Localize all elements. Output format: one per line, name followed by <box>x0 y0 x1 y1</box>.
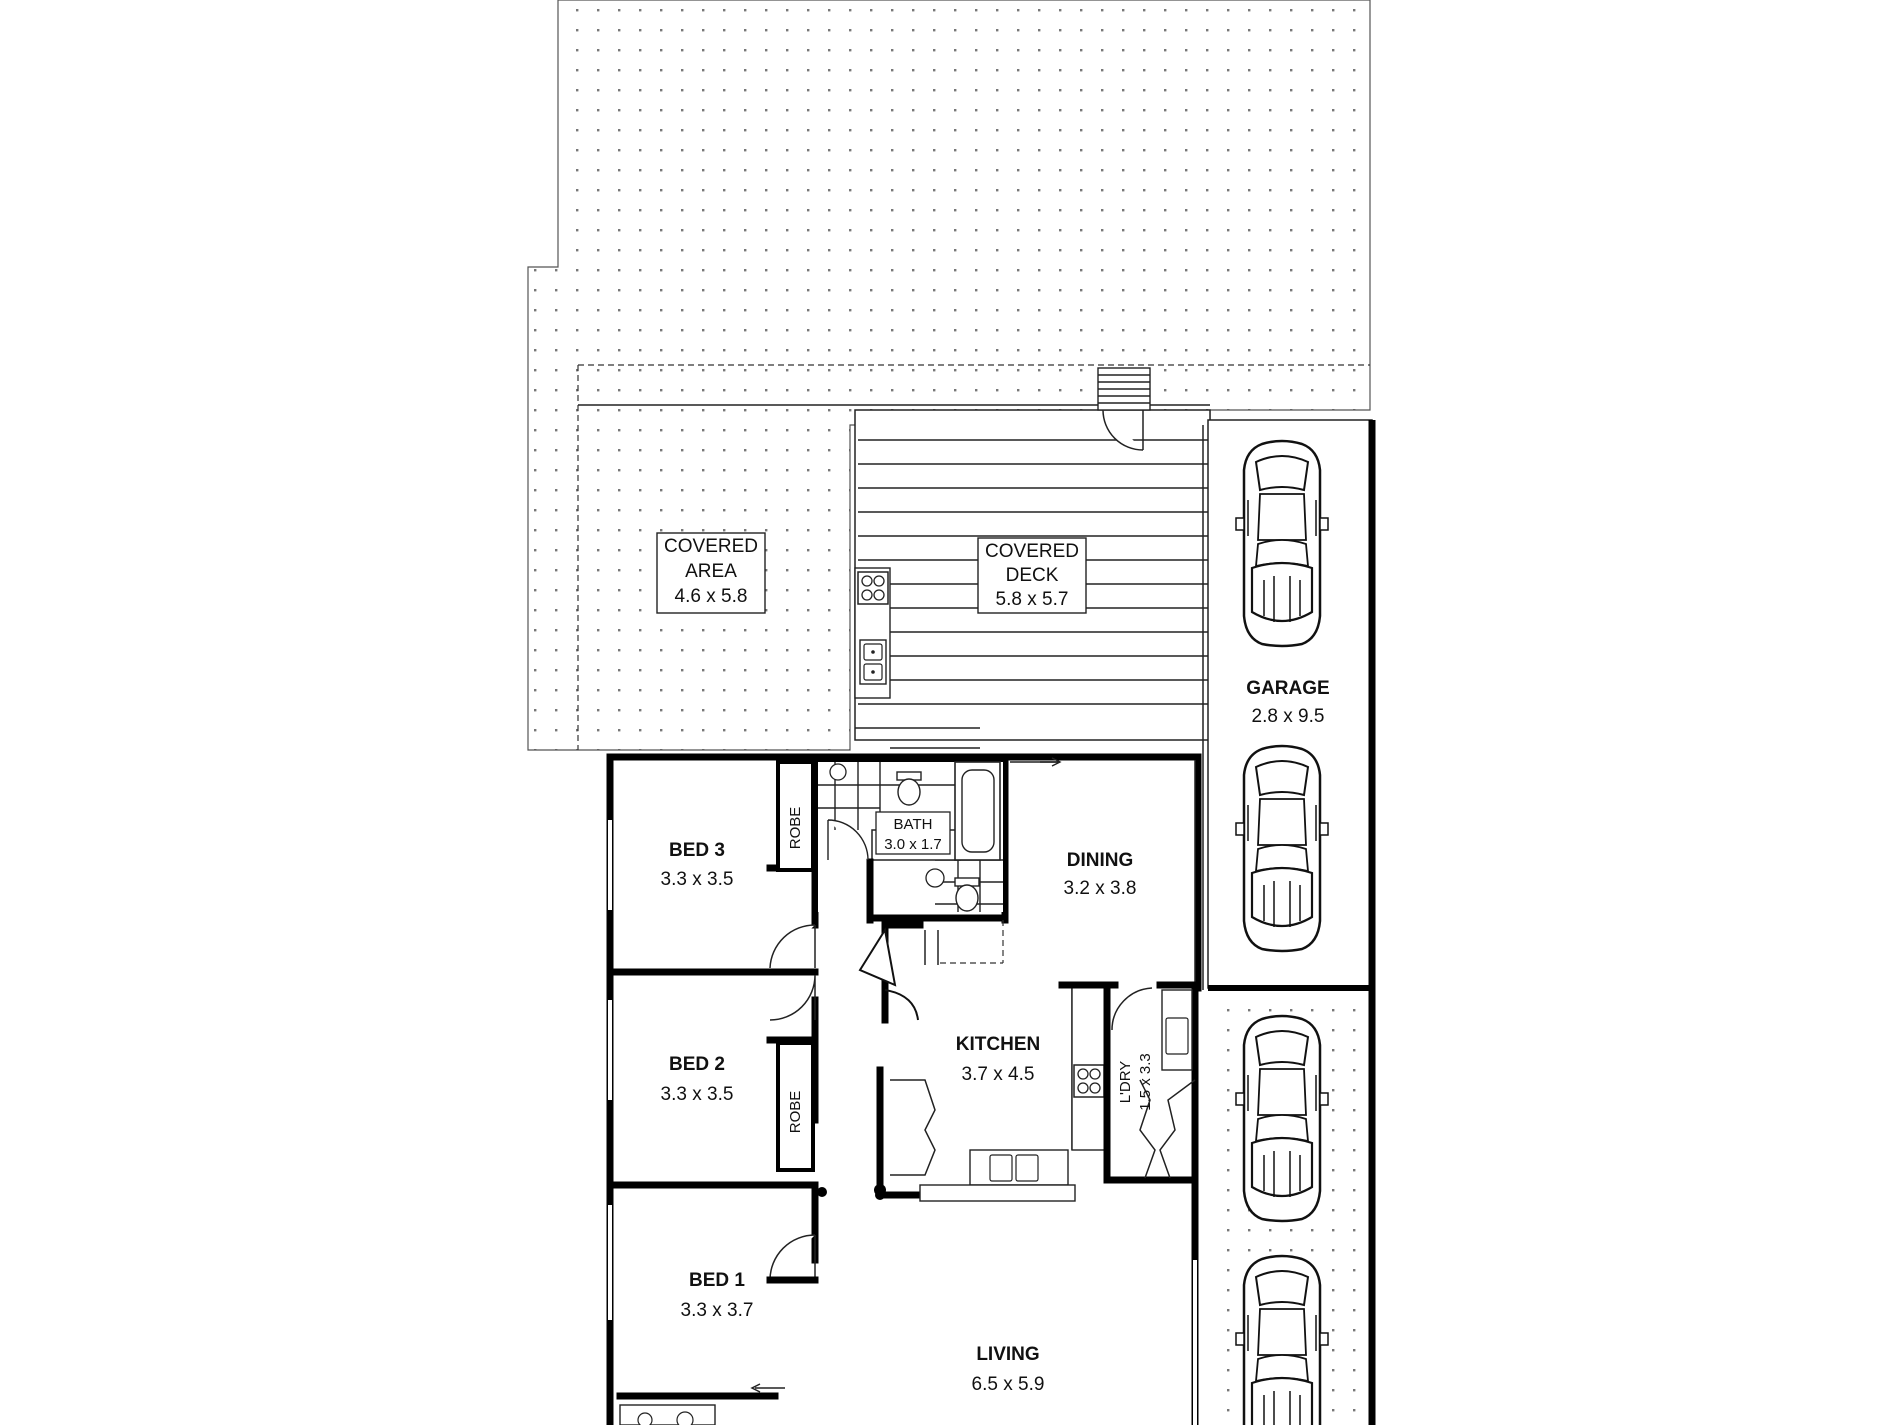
toilet-icon <box>896 771 922 806</box>
kitchen-size: 3.7 x 4.5 <box>962 1064 1035 1085</box>
door-swing-icon <box>1102 409 1144 451</box>
garage-name: GARAGE <box>1246 678 1329 699</box>
bed2-size: 3.3 x 3.5 <box>661 1084 734 1105</box>
covered-area-name: COVERED <box>664 536 758 557</box>
bath-name: BATH <box>894 816 933 833</box>
living-size: 6.5 x 5.9 <box>972 1374 1045 1395</box>
bed3-name: BED 3 <box>669 840 725 861</box>
bed1-name: BED 1 <box>689 1270 745 1291</box>
covered-area-size: 4.6 x 5.8 <box>675 586 748 607</box>
stairs <box>1097 367 1151 411</box>
bed1-size: 3.3 x 3.7 <box>681 1300 754 1321</box>
covered-deck-size: 5.8 x 5.7 <box>996 589 1069 610</box>
toilet-icon <box>954 877 980 912</box>
garage-size: 2.8 x 9.5 <box>1252 706 1325 727</box>
kitchen-name: KITCHEN <box>956 1034 1040 1055</box>
room-label-covered-area: COVERED AREA 4.6 x 5.8 <box>656 532 766 614</box>
car-icon <box>1234 439 1330 648</box>
room-label-laundry: L'DRY 1.5 x 3.3 <box>1117 1053 1154 1111</box>
sink-icon <box>859 639 887 685</box>
basin-icon <box>829 763 847 781</box>
laundry-name: L'DRY <box>1117 1061 1134 1104</box>
bed3-size: 3.3 x 3.5 <box>661 869 734 890</box>
car-icon <box>1234 1014 1330 1223</box>
bed2-name: BED 2 <box>669 1054 725 1075</box>
door-swing-icon <box>1111 987 1153 1031</box>
laundry-size: 1.5 x 3.3 <box>1137 1053 1154 1111</box>
sink-icon <box>1165 1017 1189 1055</box>
door-swing-icon <box>769 974 816 1021</box>
door-swing-icon <box>769 924 816 969</box>
bed3-robe-label: ROBE <box>787 807 804 850</box>
cooktop-icon <box>857 571 889 605</box>
car-icon <box>1234 744 1330 953</box>
covered-deck-name-2: DECK <box>1006 565 1059 586</box>
door-swing-icon <box>827 819 869 861</box>
car-icon <box>1234 1254 1330 1425</box>
room-label-bed3: BED 3 3.3 x 3.5 ROBE <box>661 807 804 890</box>
bath-size: 3.0 x 1.7 <box>884 836 942 853</box>
dining-size: 3.2 x 3.8 <box>1064 878 1137 899</box>
covered-area-name-2: AREA <box>685 561 737 582</box>
room-label-covered-deck: COVERED DECK 5.8 x 5.7 <box>977 537 1087 614</box>
room-label-bath: BATH 3.0 x 1.7 <box>875 811 951 855</box>
bed2-robe-label: ROBE <box>787 1091 804 1134</box>
living-name: LIVING <box>976 1344 1039 1365</box>
covered-deck-name: COVERED <box>985 541 1079 562</box>
room-label-garage: GARAGE 2.8 x 9.5 <box>1232 672 1344 732</box>
cooktop-icon <box>1073 1064 1105 1098</box>
door-swing-icon <box>769 1234 816 1281</box>
sink-icon <box>989 1154 1013 1182</box>
room-label-bed2: BED 2 3.3 x 3.5 ROBE <box>661 1054 804 1133</box>
room-label-living: LIVING 6.5 x 5.9 <box>972 1344 1045 1395</box>
dining-name: DINING <box>1067 850 1134 871</box>
room-label-kitchen: KITCHEN 3.7 x 4.5 <box>956 1034 1040 1085</box>
room-label-bed1: BED 1 3.3 x 3.7 <box>681 1270 754 1321</box>
room-label-dining: DINING 3.2 x 3.8 <box>1064 850 1137 899</box>
